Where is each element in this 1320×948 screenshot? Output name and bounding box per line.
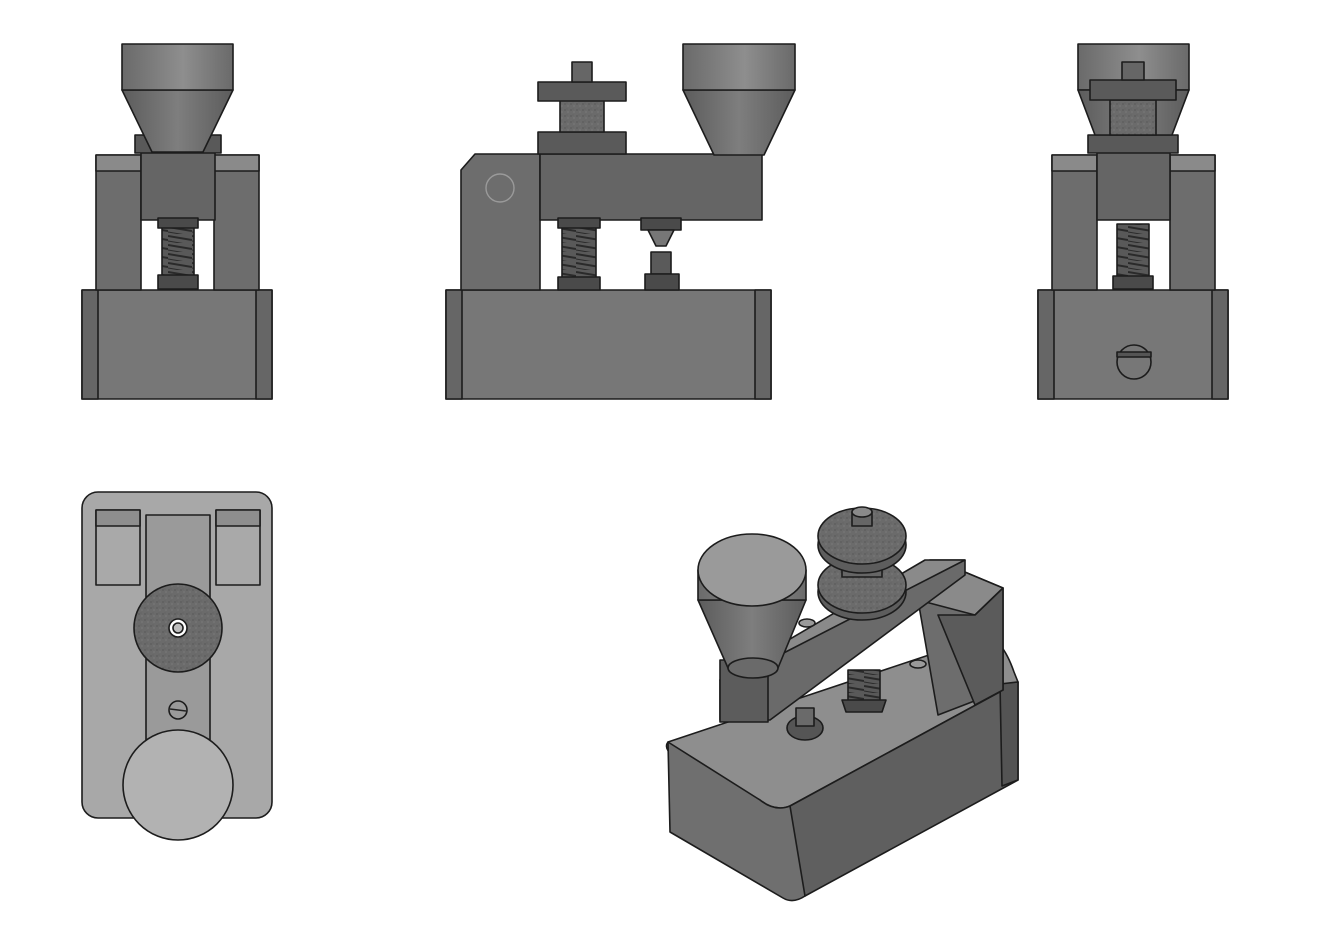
right-post (213, 154, 260, 291)
top-view (81, 491, 273, 841)
lower-disc (537, 131, 627, 155)
upper-disc (537, 81, 627, 102)
disc-hub (559, 99, 605, 133)
upper-disc (1089, 79, 1177, 101)
pivot-pin (485, 173, 515, 203)
side-view (445, 43, 796, 400)
hex-nut (157, 217, 199, 229)
contact-screw (640, 217, 682, 231)
rear-view (1037, 43, 1229, 400)
base-left-flange (81, 289, 99, 400)
spring (561, 223, 597, 281)
disc-hub (1109, 99, 1157, 136)
knob-top (122, 729, 234, 841)
knob-cap (121, 43, 234, 91)
pivot-frame (460, 153, 541, 291)
base-right-flange (255, 289, 273, 400)
isometric-view (665, 506, 1019, 902)
spring (847, 669, 881, 705)
left-post (95, 154, 142, 291)
base-block (445, 289, 772, 400)
knob-cone (682, 89, 796, 156)
front-view (81, 43, 273, 400)
screw-head (1116, 344, 1152, 380)
knob-top (697, 533, 807, 607)
base-block (81, 289, 273, 400)
lever-block (1096, 151, 1171, 221)
hex-nut (841, 699, 887, 713)
contact-post (650, 251, 672, 275)
top-stud (571, 61, 593, 83)
lever-block (140, 151, 216, 221)
top-stud (1121, 61, 1145, 81)
spring (161, 223, 195, 279)
knob-cap (682, 43, 796, 91)
spring (1116, 223, 1150, 279)
lever-arm (539, 153, 763, 221)
